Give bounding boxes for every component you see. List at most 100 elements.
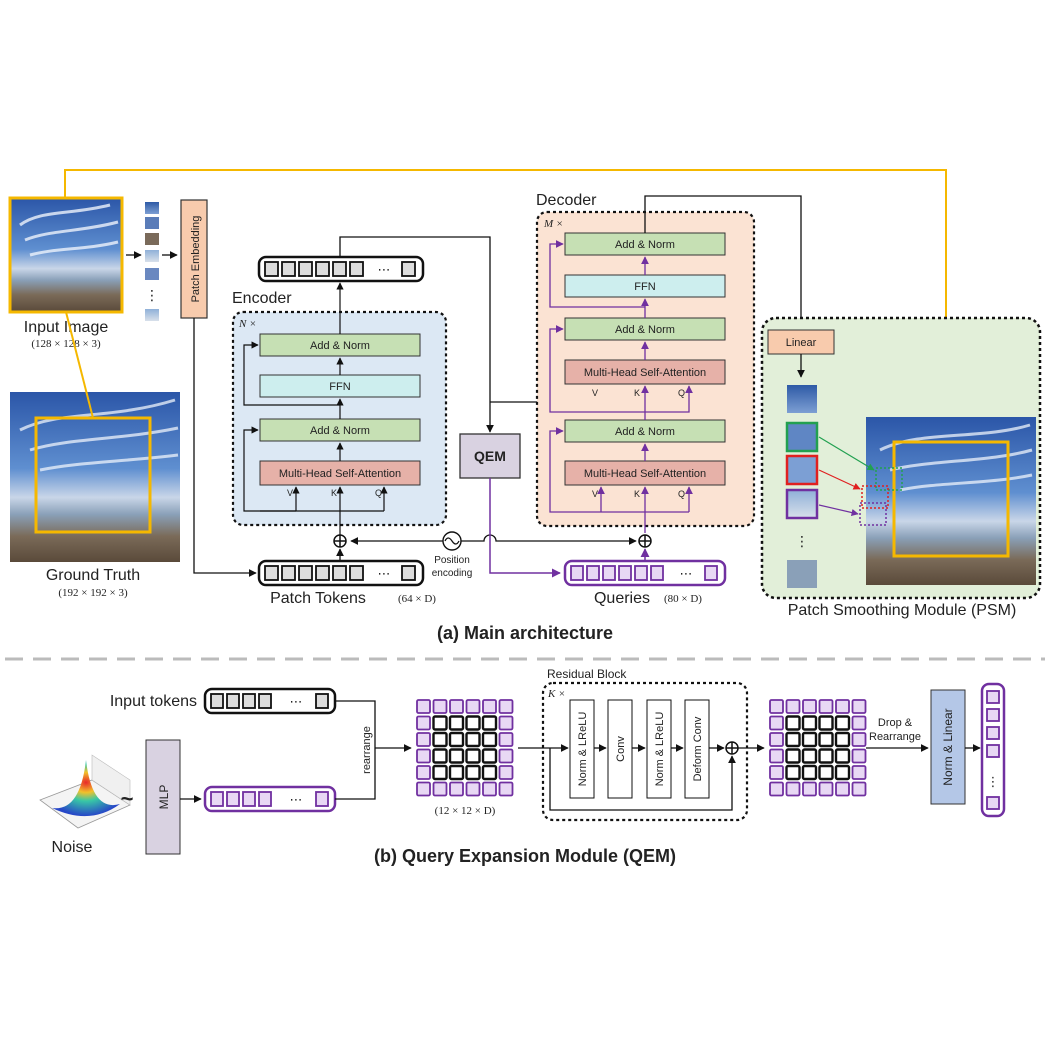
grid-cell-query — [416, 715, 431, 731]
encoder-mhsa-label: Multi-Head Self-Attention — [279, 468, 401, 480]
residual-skip-arrow — [549, 748, 736, 811]
decoder-mhsa-2-label: Multi-Head Self-Attention — [584, 468, 706, 480]
grid-cell-query — [416, 699, 431, 714]
conv-box — [607, 699, 633, 799]
norm-lrelu-label-2: Norm & LReLU — [654, 712, 666, 787]
patch-tokens-label: Patch Tokens — [270, 590, 366, 607]
norm-lrelu-box-2 — [646, 699, 672, 799]
encoder-k: K — [331, 488, 337, 498]
patch-tokens — [257, 559, 425, 587]
linear-box — [767, 329, 835, 355]
grid-cell-input-token — [465, 764, 481, 781]
feature-grid-output — [769, 699, 867, 797]
decoder-add-norm-2-label: Add & Norm — [615, 324, 675, 336]
grid-cell-query — [416, 781, 431, 797]
patch-embedding-label: Patch Embedding — [190, 216, 202, 303]
queries-label: Queries — [594, 590, 650, 607]
grid-cell-input-token — [834, 715, 851, 731]
qem-input-tokens — [203, 687, 337, 715]
grid-cell-query — [416, 748, 431, 764]
arrow-qem-to-queries — [489, 478, 561, 578]
mlp-box — [145, 739, 181, 855]
psm-output-patches — [785, 385, 819, 588]
decoder-add-norm-1-label: Add & Norm — [615, 239, 675, 251]
grid-cell-input-token — [465, 715, 481, 731]
grid-cell-query — [498, 765, 514, 780]
drop-label-2: Rearrange — [869, 731, 921, 743]
conv-label: Conv — [615, 736, 627, 762]
encoder-output-tokens — [257, 255, 425, 283]
qem-title: (b) Query Expansion Module (QEM) — [374, 846, 676, 866]
encoder-label: Encoder — [232, 290, 292, 307]
grid-cell-query — [465, 781, 481, 797]
patch-tokens-ellipsis: ⋯ — [378, 566, 391, 581]
grid-cell-query — [851, 781, 867, 797]
decoder-add-norm-3-label: Add & Norm — [615, 426, 675, 438]
norm-linear-box — [930, 689, 966, 805]
ground-truth-image — [10, 392, 180, 562]
grid-cell-query — [498, 732, 514, 747]
ground-truth-label: Ground Truth — [46, 567, 140, 584]
grid-cell-query — [416, 765, 431, 780]
grid-cell-query — [432, 781, 448, 797]
grid-cell-query — [498, 781, 514, 797]
grid-cell-input-token — [834, 748, 851, 764]
encoder-repeat: N × — [238, 318, 257, 330]
gold-connector-gt — [65, 311, 94, 419]
grid-cell-input-token — [448, 731, 465, 748]
grid-cell-input-token — [785, 764, 801, 781]
grid-cell-query — [482, 781, 497, 797]
grid-cell-input-token — [801, 748, 818, 764]
grid-cell-query — [818, 699, 834, 714]
grid-cell-input-token — [801, 731, 818, 748]
decoder-mhsa-1-label: Multi-Head Self-Attention — [584, 367, 706, 379]
residual-add-circle — [725, 741, 739, 755]
linear-label: Linear — [786, 337, 817, 349]
encoder-output-ellipsis: ⋯ — [378, 262, 391, 277]
patch-tokens-dims: (64 × D) — [398, 593, 436, 605]
grid-cell-query — [498, 715, 514, 731]
psm-output-image — [859, 417, 1036, 585]
qem-query-tokens — [203, 785, 337, 813]
position-encoding-label-1: Position — [434, 555, 470, 566]
deform-conv-box — [684, 699, 710, 799]
grid-cell-input-token — [481, 731, 498, 748]
grid-cell-query — [851, 699, 867, 714]
arrow-encoder-to-qem — [339, 236, 494, 433]
decoder-q-2: Q — [678, 489, 685, 499]
arrow-green-patch — [818, 436, 875, 471]
patch-embedding-box — [180, 199, 208, 319]
input-image-label: Input Image — [24, 319, 109, 336]
grid-cell-input-token — [801, 764, 818, 781]
decoder-mhsa-2 — [564, 460, 726, 486]
encoder-add-norm-top-label: Add & Norm — [310, 340, 370, 352]
grid-cell-query — [449, 699, 464, 714]
decoder-k-1: K — [634, 388, 640, 398]
grid-cell-input-token — [465, 748, 481, 764]
grid-cell-input-token — [801, 715, 818, 731]
grid-cell-input-token — [481, 764, 498, 781]
decoder-q-1: Q — [678, 388, 685, 398]
grid-cell-input-token — [818, 764, 834, 781]
rearrange-label: rearrange — [361, 726, 373, 774]
noise-label: Noise — [52, 839, 93, 856]
decoder-mhsa-1 — [564, 359, 726, 385]
queries-ellipsis: ⋯ — [680, 566, 693, 581]
qem-box — [459, 433, 521, 479]
grid-cell-query — [835, 781, 850, 797]
mlp-label: MLP — [157, 785, 171, 810]
image-patches — [145, 202, 159, 321]
tilde-symbol: ~ — [121, 786, 134, 811]
arrow-embedding-to-tokens — [193, 318, 257, 577]
encoder-ffn-label: FFN — [329, 381, 350, 393]
deform-conv-label: Deform Conv — [692, 716, 704, 781]
arrow-red-patch — [818, 469, 861, 490]
grid-cell-input-token — [785, 731, 801, 748]
grid-cell-input-token — [432, 715, 448, 731]
ground-truth-dims: (192 × 192 × 3) — [58, 587, 128, 599]
grid-cell-query — [498, 699, 514, 714]
grid-cell-query — [769, 781, 784, 797]
qem-query-ellipsis: ⋯ — [290, 792, 303, 807]
grid-cell-input-token — [785, 748, 801, 764]
qem-output-queries — [980, 682, 1006, 818]
